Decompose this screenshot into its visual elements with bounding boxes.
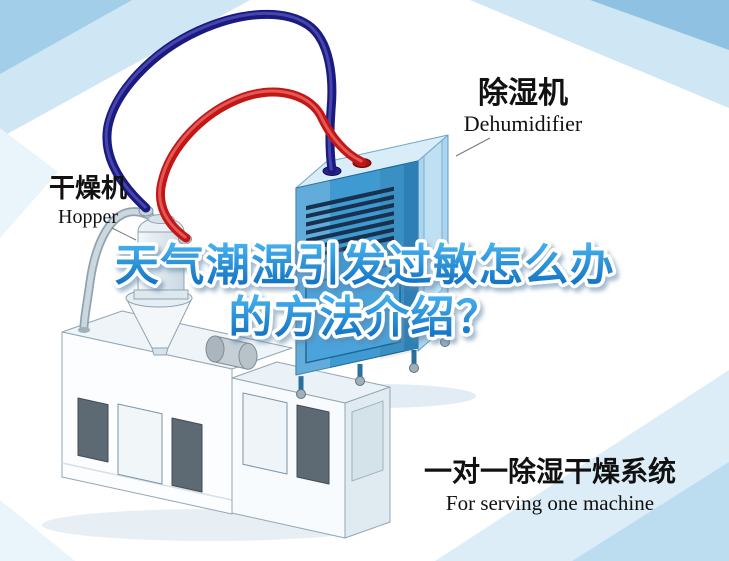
corner-decoration-top-right <box>470 0 729 108</box>
dryer-flange <box>133 289 189 300</box>
title-line1: 天气潮湿引发过敏怎么办 <box>115 241 616 290</box>
vent-slat <box>306 235 394 260</box>
corner-decoration-bottom-right-inner <box>572 462 729 561</box>
extruder-panel-dark <box>296 404 330 485</box>
dehumidifier-label-zh: 除湿机 <box>478 76 568 110</box>
red-pipe-highlight <box>158 89 363 239</box>
dehumidifier-door-panel <box>305 262 401 364</box>
extruder-panel-light <box>242 392 288 475</box>
caster-wheel <box>409 363 419 373</box>
hose-pipes <box>102 9 367 243</box>
extruder-kick-line <box>61 462 233 501</box>
extruder-illustration <box>61 310 391 539</box>
corner-decoration-left-wedge <box>0 128 58 238</box>
dehumidifier-illustration <box>295 134 450 399</box>
caster-wheel <box>355 376 365 386</box>
extruder-panel-light <box>117 403 163 485</box>
title-line2: 的方法介绍？ <box>229 293 502 342</box>
label-leader-line-dehumidifier <box>455 137 491 157</box>
return-pipe <box>81 208 153 331</box>
hopper-funnel-neck <box>151 347 169 356</box>
return-pipe-flange <box>78 327 90 333</box>
extruder-panel-dark <box>171 417 203 493</box>
caster-wheels <box>296 326 450 399</box>
vent-slat <box>306 219 394 243</box>
dehumidifier-vents <box>306 186 394 260</box>
system-label-en: For serving one machine <box>446 491 654 515</box>
corner-decoration-top-right-inner <box>590 0 729 50</box>
corner-decoration-bottom-left <box>0 500 75 561</box>
hopper-label-zh: 干燥机 <box>49 173 127 203</box>
dehumidifier-label-en: Dehumidifier <box>464 111 583 136</box>
dryer-cylinder <box>137 231 185 300</box>
blue-pipe-highlight <box>104 11 333 209</box>
vent-slat <box>306 186 394 211</box>
dehumidifier-hinge-stripe <box>404 161 418 352</box>
vent-slat <box>306 227 394 252</box>
headline-title: 天气潮湿引发过敏怎么办 的方法介绍？ <box>111 238 617 346</box>
extruder-panel-dark <box>77 397 109 463</box>
hopper-dryer-illustration <box>78 205 193 356</box>
label-leader-line-hopper <box>111 227 137 241</box>
extruder-motor-cylinder <box>205 335 258 370</box>
hopper-label-en: Hopper <box>58 206 118 228</box>
vent-slat <box>306 203 394 227</box>
system-label-zh: 一对一除湿干燥系统 <box>424 455 676 487</box>
door-handle <box>389 269 395 275</box>
vent-slat <box>306 211 394 235</box>
caster-wheel <box>296 389 306 399</box>
vent-slat <box>306 194 394 219</box>
caster-wheel <box>440 337 450 347</box>
corner-decoration-top-left-inner <box>0 0 132 74</box>
extruder-end-panel <box>351 400 384 482</box>
